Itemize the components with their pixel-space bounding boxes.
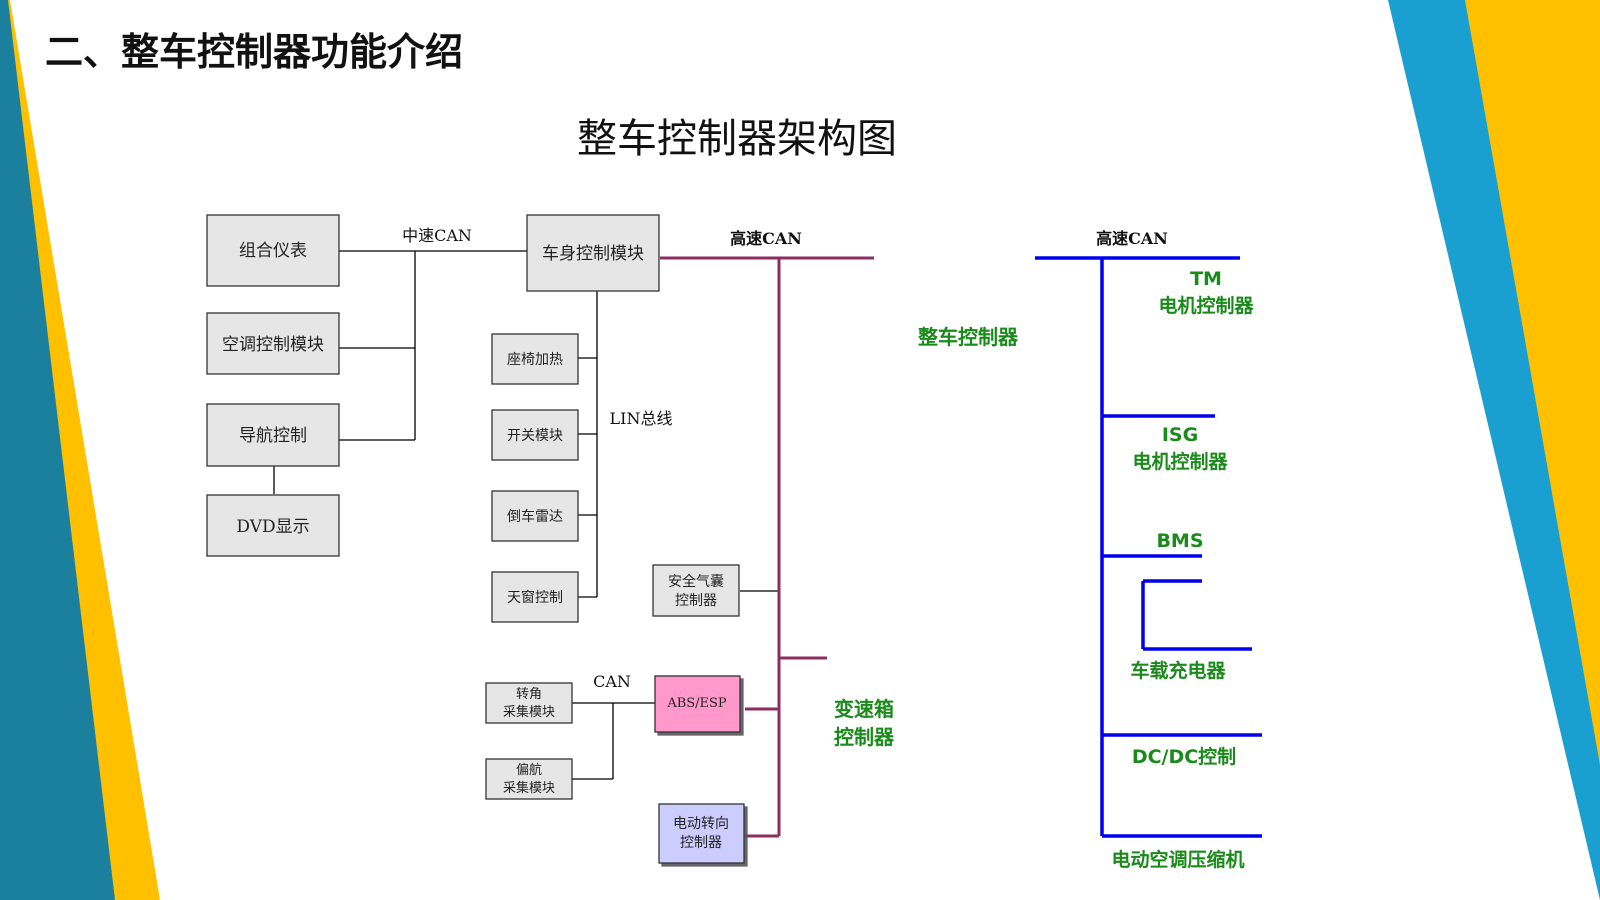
box-yaw-module: 偏航 采集模块	[485, 758, 573, 800]
node-tm-line2: 电机控制器	[1158, 294, 1254, 317]
left-high-can-bus	[660, 256, 874, 838]
node-ac-compressor: 电动空调压缩机	[1111, 848, 1244, 871]
label-high-can-right: 高速CAN	[1096, 229, 1168, 248]
right-blue-band	[1388, 0, 1600, 900]
node-charger: 车载充电器	[1130, 659, 1226, 682]
left-decor-bands	[0, 0, 160, 900]
box-label: 车身控制模块	[542, 244, 644, 264]
box-label-line2: 采集模块	[503, 780, 555, 796]
box-label-line1: 电动转向	[673, 816, 729, 832]
box-label-line1: 安全气囊	[668, 573, 724, 590]
label-can: CAN	[593, 672, 631, 691]
box-label-line1: 偏航	[516, 762, 542, 778]
box-body-control: 车身控制模块	[526, 214, 660, 292]
box-reverse-radar: 倒车雷达	[491, 490, 579, 542]
box-nav-control: 导航控制	[206, 403, 340, 467]
box-label: 空调控制模块	[222, 335, 324, 355]
box-label: 倒车雷达	[507, 508, 563, 525]
node-bms: BMS	[1156, 530, 1203, 552]
slide-heading: 二、整车控制器功能介绍	[45, 30, 463, 74]
box-ac-module: 空调控制模块	[206, 312, 340, 375]
label-gearbox-line1: 变速箱	[834, 697, 894, 721]
box-label: 导航控制	[239, 426, 307, 446]
right-decor-bands	[1388, 0, 1600, 900]
box-label-line1: 转角	[516, 687, 542, 702]
node-isg-line1: ISG	[1162, 424, 1198, 446]
box-label-line2: 控制器	[675, 593, 717, 609]
right-yellow-band	[1465, 0, 1600, 765]
box-label: 开关模块	[507, 428, 563, 444]
box-label: 座椅加热	[507, 352, 563, 368]
label-lin-bus: LIN总线	[610, 409, 673, 428]
box-label: ABS/ESP	[666, 696, 727, 711]
box-dvd-display: DVD显示	[206, 494, 340, 557]
box-sunroof-control: 天窗控制	[491, 571, 579, 623]
diagram-title: 整车控制器架构图	[577, 116, 897, 162]
box-combo-meter: 组合仪表	[206, 214, 340, 287]
box-seat-heating: 座椅加热	[491, 333, 579, 385]
box-label: 天窗控制	[507, 589, 563, 606]
left-connectors	[273, 250, 779, 780]
box-abs-esp: ABS/ESP	[654, 675, 741, 733]
box-eps-controller: 电动转向 控制器	[658, 803, 745, 864]
box-label-line2: 控制器	[680, 835, 722, 851]
node-dcdc: DC/DC控制	[1132, 745, 1236, 768]
left-teal-overlay	[0, 0, 115, 900]
box-label: 组合仪表	[239, 241, 307, 261]
label-gearbox-line2: 控制器	[834, 725, 895, 749]
right-high-can-bus	[1035, 256, 1262, 838]
box-switch-module: 开关模块	[491, 409, 579, 461]
box-airbag-controller: 安全气囊 控制器	[652, 564, 740, 617]
label-mid-can: 中速CAN	[402, 226, 472, 245]
box-steering-angle-module: 转角 采集模块	[485, 682, 573, 724]
node-tm-line1: TM	[1190, 268, 1222, 290]
node-isg-line2: 电机控制器	[1132, 450, 1228, 473]
label-high-can-left: 高速CAN	[730, 229, 802, 248]
box-label: DVD显示	[236, 517, 309, 537]
left-yellow-band	[0, 0, 160, 900]
box-label-line2: 采集模块	[503, 704, 555, 720]
label-vcu: 整车控制器	[917, 325, 1019, 349]
